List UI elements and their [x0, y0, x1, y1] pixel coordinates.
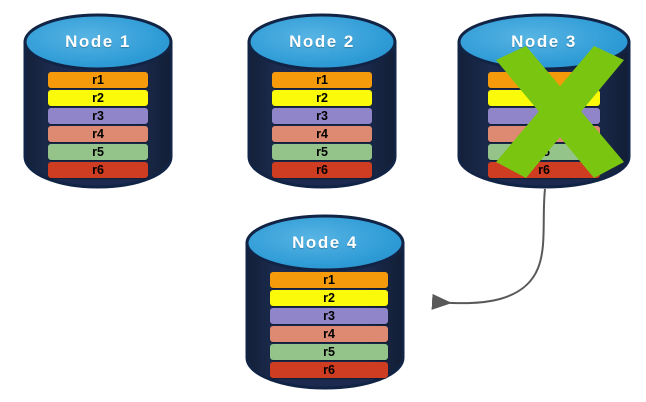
node-3-rows: r1 r2 r3 r4 r5 r6	[488, 72, 600, 178]
node-3-row-r5[interactable]: r5	[488, 144, 600, 160]
node-2-row-r6[interactable]: r6	[272, 162, 372, 178]
node-2-row-r1[interactable]: r1	[272, 72, 372, 88]
node-3-row-r3[interactable]: r3	[488, 108, 600, 124]
node-1[interactable]: Node 1 r1 r2 r3 r4 r5 r6	[22, 12, 174, 189]
node-2-rows: r1 r2 r3 r4 r5 r6	[272, 72, 372, 178]
node-3-row-r4[interactable]: r4	[488, 126, 600, 142]
node-3-row-r6[interactable]: r6	[488, 162, 600, 178]
node-4-row-r5[interactable]: r5	[270, 344, 388, 360]
node-1-row-r4[interactable]: r4	[48, 126, 148, 142]
node-4-rows: r1 r2 r3 r4 r5 r6	[270, 272, 388, 378]
node-2-row-r3[interactable]: r3	[272, 108, 372, 124]
node-1-row-r2[interactable]: r2	[48, 90, 148, 106]
node-2-row-r2[interactable]: r2	[272, 90, 372, 106]
node-2[interactable]: Node 2 r1 r2 r3 r4 r5 r6	[246, 12, 398, 189]
node-4-row-r2[interactable]: r2	[270, 290, 388, 306]
node-1-row-r3[interactable]: r3	[48, 108, 148, 124]
arrow-path	[431, 188, 546, 310]
node-3-row-r1[interactable]: r1	[488, 72, 600, 88]
node-1-rows: r1 r2 r3 r4 r5 r6	[48, 72, 148, 178]
node-4[interactable]: Node 4 r1 r2 r3 r4 r5 r6	[244, 213, 406, 390]
node-1-row-r5[interactable]: r5	[48, 144, 148, 160]
node-3[interactable]: Node 3 r1 r2 r3 r4 r5 r6	[456, 12, 632, 189]
node-4-row-r1[interactable]: r1	[270, 272, 388, 288]
node-4-row-r4[interactable]: r4	[270, 326, 388, 342]
node-2-row-r5[interactable]: r5	[272, 144, 372, 160]
node-3-row-r2[interactable]: r2	[488, 90, 600, 106]
node-4-row-r6[interactable]: r6	[270, 362, 388, 378]
node-4-row-r3[interactable]: r3	[270, 308, 388, 324]
node-2-row-r4[interactable]: r4	[272, 126, 372, 142]
node-1-row-r6[interactable]: r6	[48, 162, 148, 178]
node-1-row-r1[interactable]: r1	[48, 72, 148, 88]
